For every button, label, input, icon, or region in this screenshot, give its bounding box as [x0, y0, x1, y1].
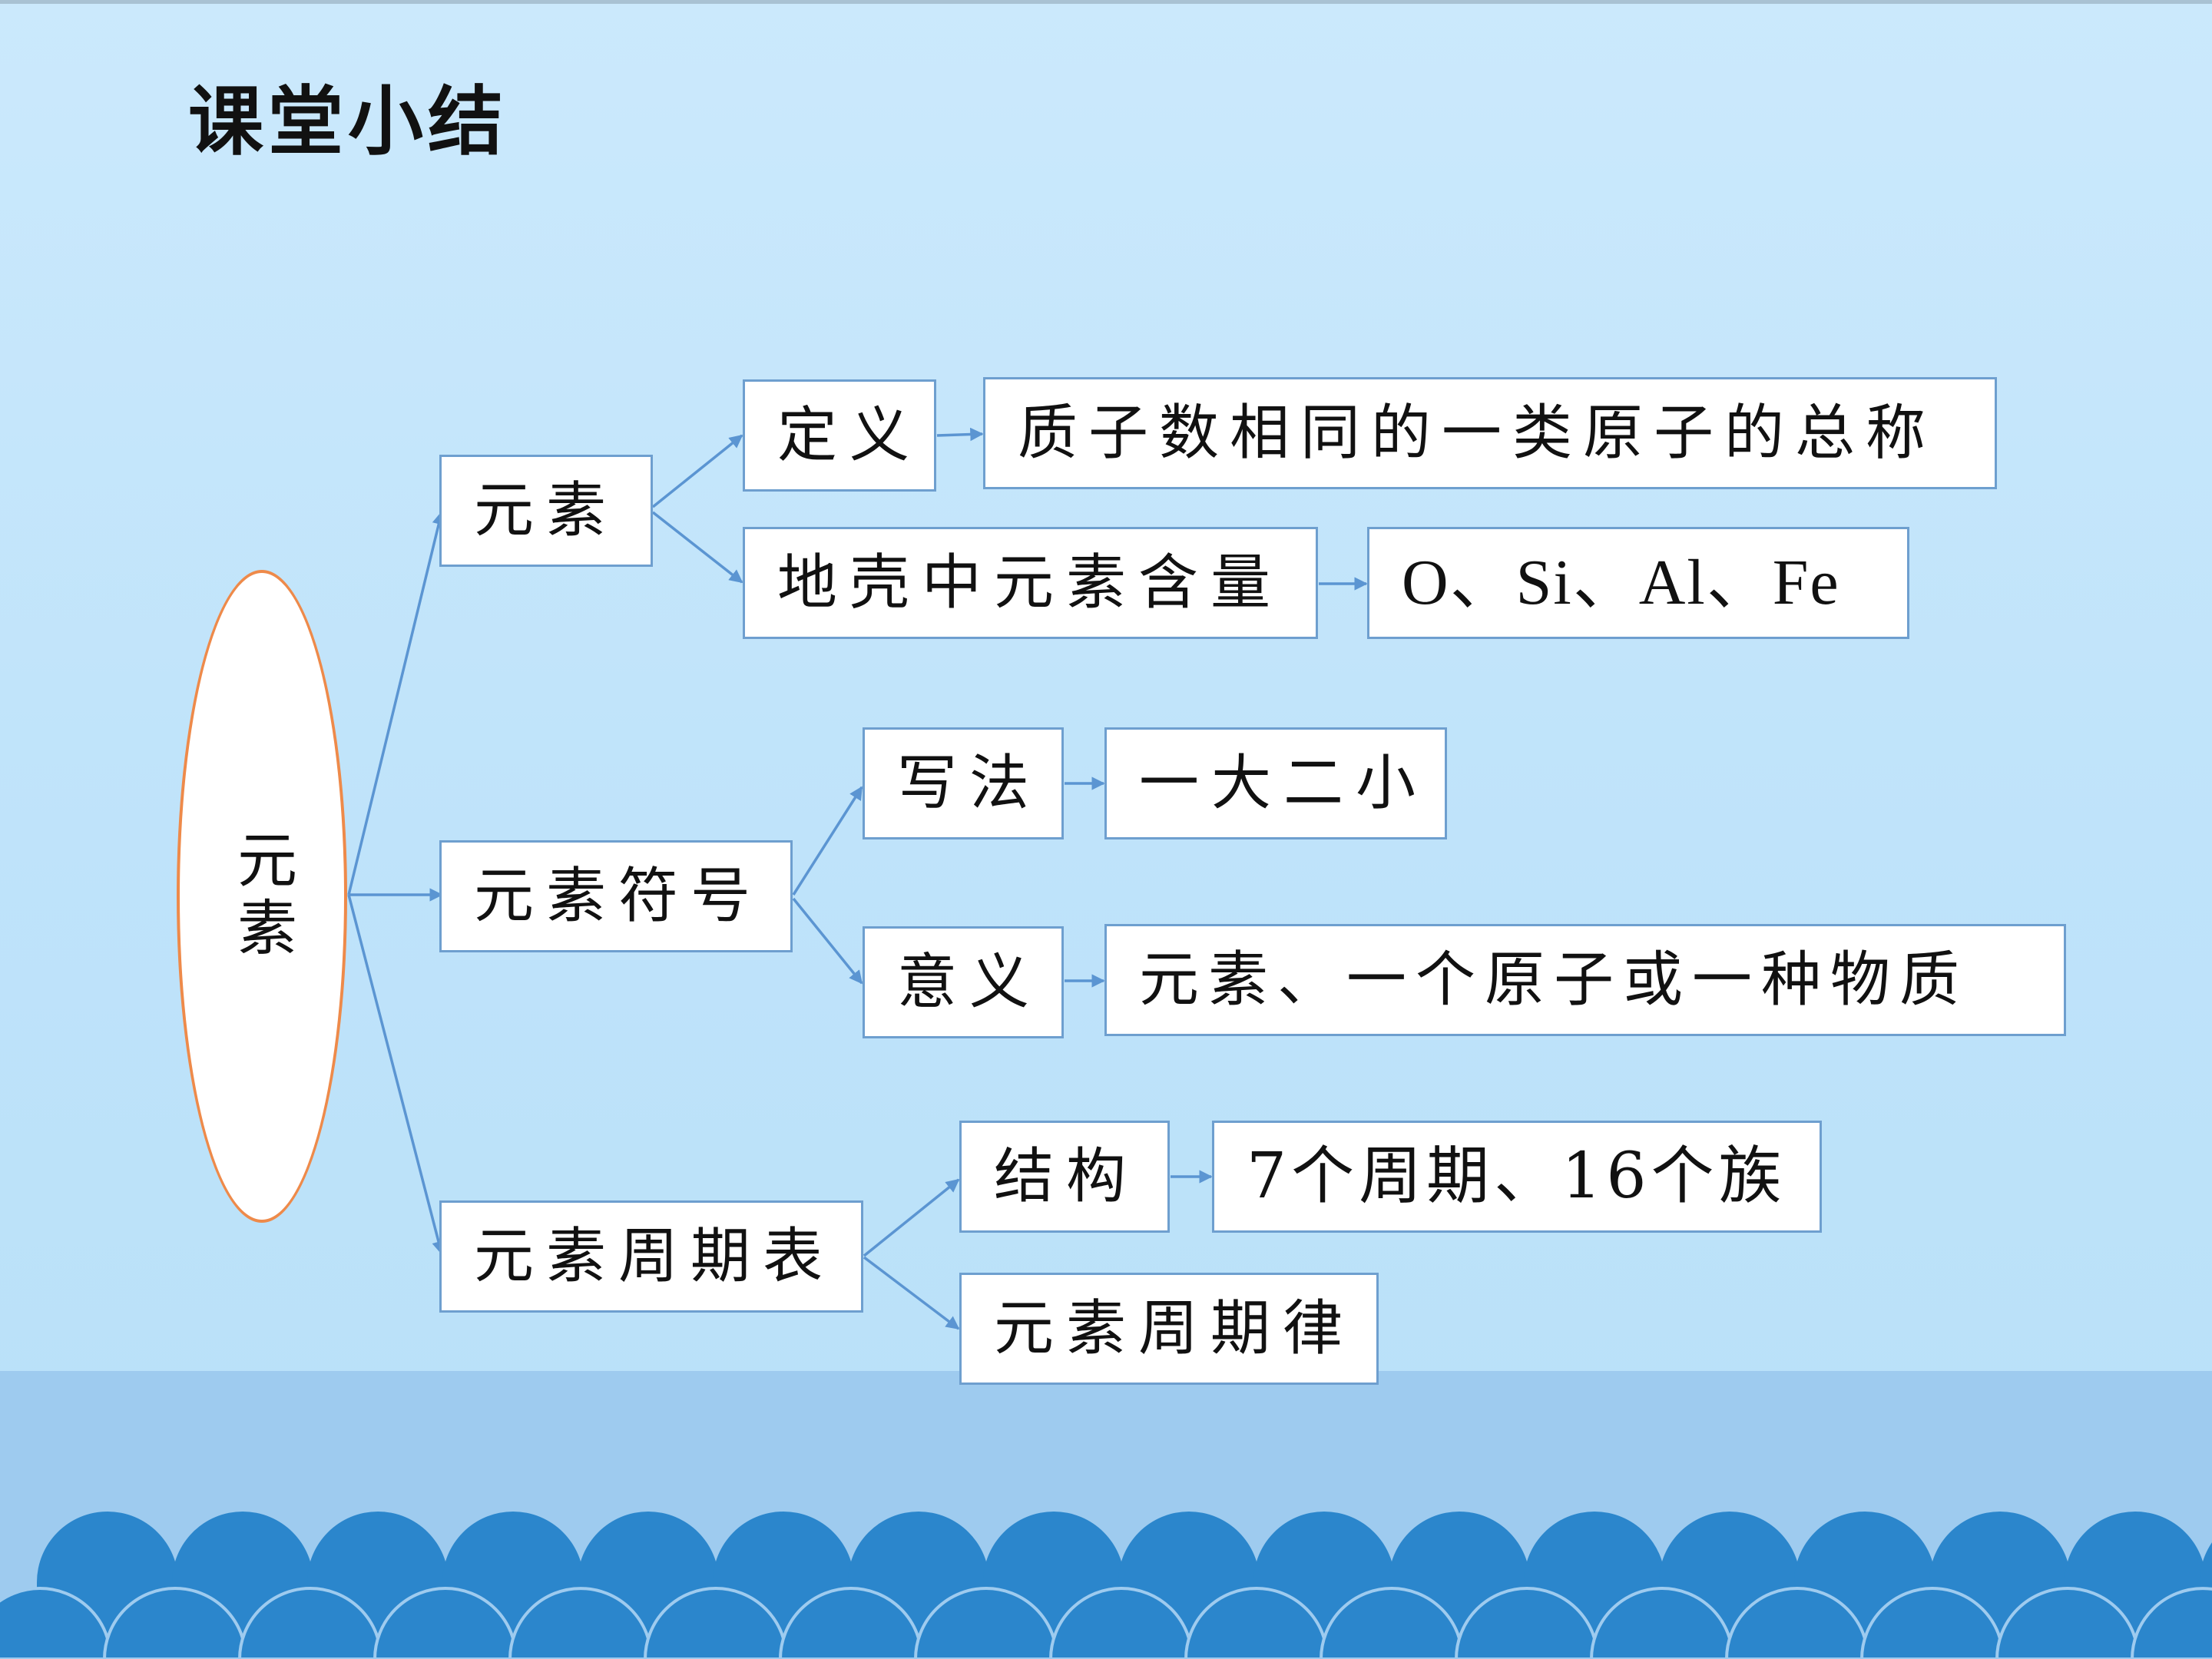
- wave-dome: [1454, 1587, 1600, 1659]
- connector-symbol-to-meaning: [792, 897, 863, 985]
- wave-dome: [102, 1587, 248, 1659]
- branch-node-periodic-table: 元素周期表: [439, 1200, 863, 1313]
- wave-dome: [1859, 1587, 2005, 1659]
- connector-symbol-to-writing: [792, 786, 863, 896]
- wave-dome: [1048, 1587, 1194, 1659]
- connector-table-to-structure: [863, 1178, 960, 1257]
- wave-dome: [1319, 1587, 1465, 1659]
- wave-dome: [1724, 1587, 1870, 1659]
- leaf-node-periodic-law: 元素周期律: [959, 1273, 1379, 1385]
- leaf-node-writing: 写法: [863, 727, 1064, 839]
- wave-dome: [643, 1587, 789, 1659]
- detail-node-structure: 7个周期、16个族: [1212, 1121, 1822, 1233]
- detail-node-definition: 质子数相同的一类原子的总称: [983, 377, 1997, 489]
- wave-dome: [0, 1587, 113, 1659]
- wave-dome: [508, 1587, 654, 1659]
- wave-dome: [1995, 1587, 2141, 1659]
- top-strip: [0, 0, 2212, 4]
- wave-dome: [373, 1587, 518, 1659]
- wave-decoration: [0, 1512, 2212, 1659]
- leaf-node-meaning: 意义: [863, 926, 1064, 1038]
- wave-dome: [913, 1587, 1059, 1659]
- leaf-node-definition: 定义: [743, 379, 936, 492]
- detail-node-crust-content: O、Si、Al、Fe: [1367, 527, 1909, 639]
- leaf-node-crust-content: 地壳中元素含量: [743, 527, 1318, 639]
- connector-root-to-element: [347, 511, 445, 896]
- wave-dome: [778, 1587, 924, 1659]
- branch-node-element-symbol: 元素符号: [439, 840, 793, 952]
- connector-table-to-periodic-law: [863, 1256, 960, 1330]
- detail-node-meaning: 元素、一个原子或一种物质: [1104, 924, 2066, 1036]
- connector-root-to-periodic-table: [347, 894, 445, 1255]
- connector-element-to-definition: [651, 434, 743, 508]
- root-label: 元素: [227, 829, 296, 964]
- connector-element-to-crust: [651, 511, 743, 584]
- branch-node-element: 元素: [439, 455, 653, 567]
- slide-title: 课堂小结: [188, 78, 508, 166]
- wave-dome: [1589, 1587, 1735, 1659]
- wave-dome: [1184, 1587, 1330, 1659]
- wave-dome: [2130, 1587, 2212, 1659]
- wave-dome: [237, 1587, 383, 1659]
- root-node: 元素: [177, 570, 347, 1223]
- leaf-node-structure: 结构: [959, 1121, 1170, 1233]
- connector-definition-to-detail: [936, 427, 984, 442]
- wave-front-row: [0, 1587, 2212, 1659]
- detail-node-writing: 一大二小: [1104, 727, 1447, 839]
